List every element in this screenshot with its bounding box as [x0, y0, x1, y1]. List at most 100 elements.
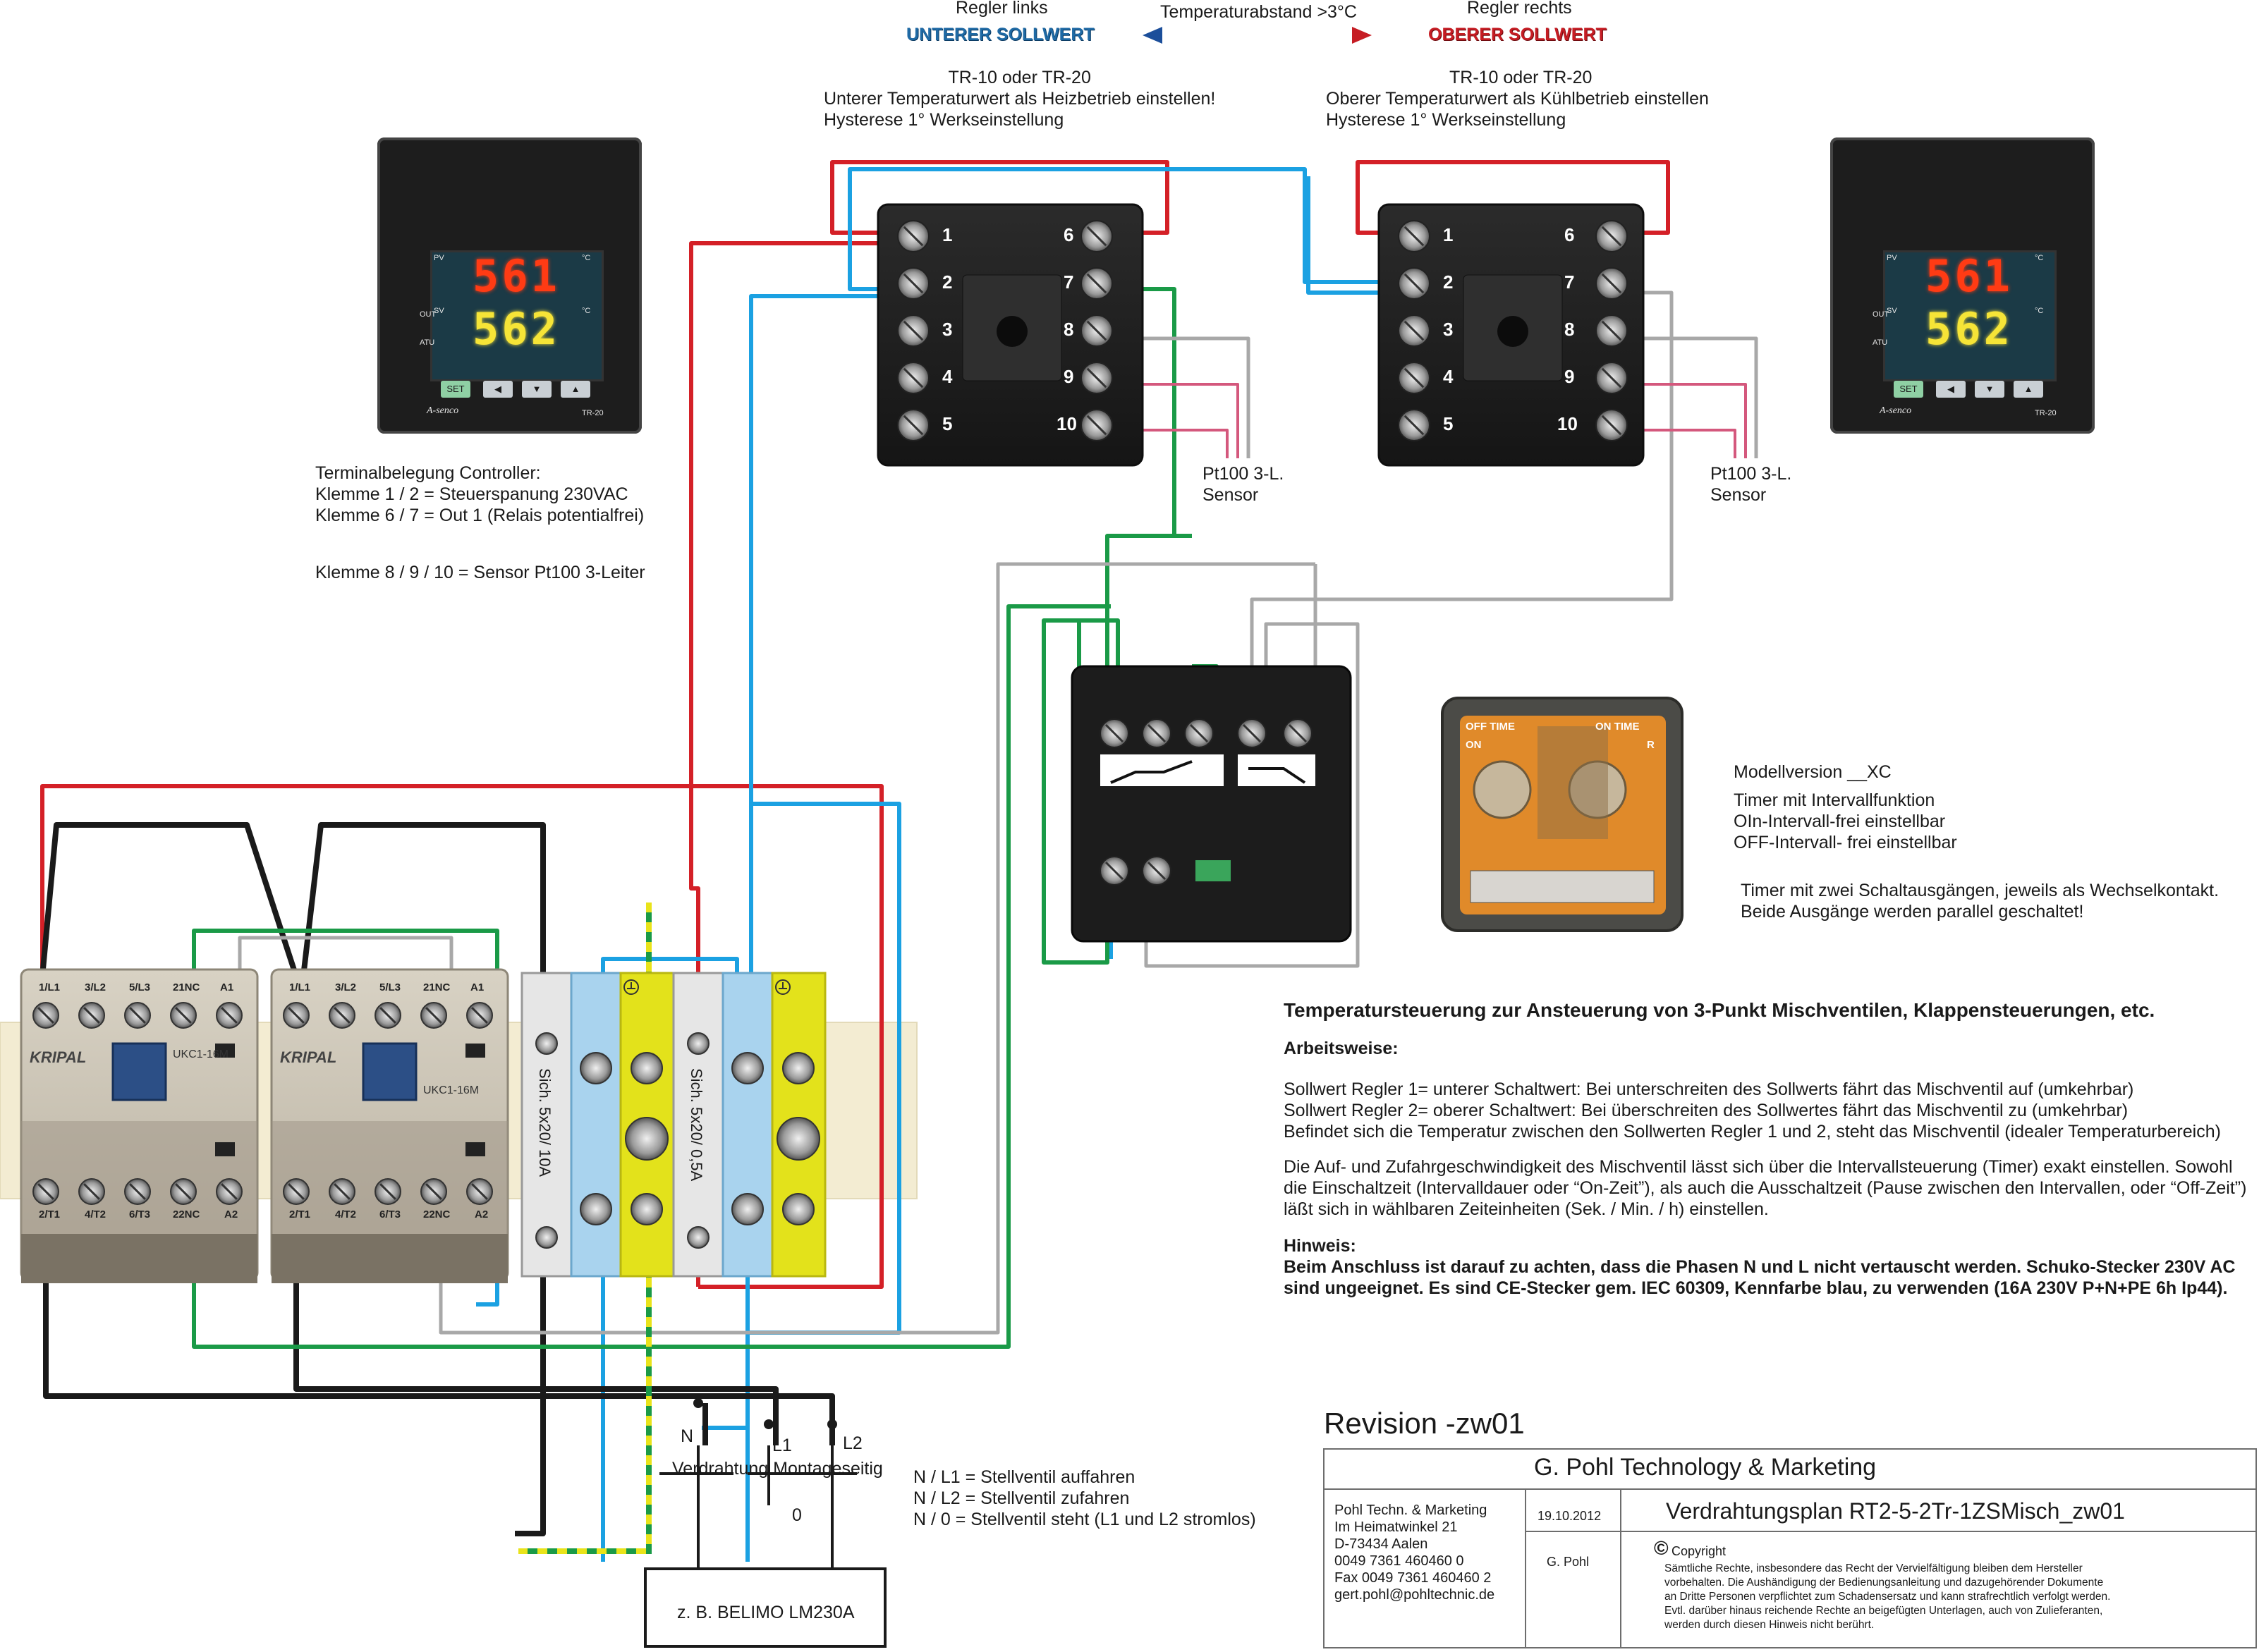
terminal-number: 7: [1564, 271, 1575, 293]
screw-slot: [288, 1183, 305, 1200]
left-note-line: Unterer Temperaturwert als Heizbetrieb e…: [824, 89, 1216, 109]
contactor-terminal-label: 5/L3: [379, 981, 401, 993]
valve-belimo-label: z. B. BELIMO LM230A: [677, 1603, 855, 1622]
screw-slot: [1403, 226, 1425, 247]
copyright-icon: ©: [1654, 1537, 1669, 1559]
screw-slot: [221, 1007, 238, 1024]
copyright-label: Copyright: [1672, 1544, 1727, 1558]
screw-slot: [1189, 723, 1209, 743]
terminal-number: 4: [1443, 366, 1454, 387]
screw-slot: [129, 1007, 146, 1024]
terminal-number: 8: [1064, 319, 1074, 340]
left-note-line: Hysterese 1° Werkseinstellung: [824, 110, 1064, 130]
valve-n-label: N: [681, 1426, 694, 1446]
valve-l1-label: L1: [772, 1436, 792, 1455]
contactor-terminal-label: A1: [220, 981, 234, 993]
sensor-label-line: Sensor: [1710, 485, 1767, 505]
terminal-number: 8: [1564, 319, 1575, 340]
screw-slot: [1601, 273, 1622, 294]
copyright-text: Sämtliche Rechte, insbesondere das Recht…: [1664, 1562, 2110, 1632]
terminal-number: 7: [1064, 271, 1074, 293]
fuse-label-05a: Sich. 5x20/ 0,5A: [688, 1068, 705, 1182]
earth-icons: [623, 979, 791, 995]
screw-slot: [1086, 415, 1107, 436]
screw-slot: [1086, 226, 1107, 247]
right-sollwert-label: OBERER SOLLWERT: [1428, 25, 1607, 44]
contactor-model: UKC1-16M: [423, 1084, 480, 1096]
atu-label: ATU: [1873, 338, 1888, 347]
revision-label: Revision -zw01: [1324, 1407, 1525, 1440]
right-note-line: Hysterese 1° Werkseinstellung: [1326, 110, 1566, 130]
screw-slot: [1403, 415, 1425, 436]
screw-slot: [903, 273, 924, 294]
screw-slot: [379, 1007, 396, 1024]
timer-info-line: OFF-Intervall- frei einstellbar: [1734, 833, 1957, 852]
sensor-label-line: Sensor: [1202, 485, 1259, 505]
address-line: gert.pohl@pohltechnic.de: [1334, 1587, 1495, 1603]
contactor-brand: KRIPAL: [280, 1048, 337, 1066]
screw-slot: [1601, 226, 1622, 247]
hinweis-line: sind ungeeignet. Es sind CE-Stecker gem.…: [1284, 1278, 2228, 1298]
company-address: Pohl Techn. & Marketing Im Heimatwinkel …: [1334, 1502, 1494, 1603]
description-line: Die Auf- und Zufahrgeschwindigkeit des M…: [1284, 1157, 2233, 1177]
terminal-number: 10: [1057, 413, 1077, 434]
contactor-brand: KRIPAL: [30, 1048, 87, 1066]
timer-on-time-label: ON TIME: [1595, 721, 1640, 733]
timer-note: Timer mit zwei Schaltausgängen, jeweils …: [1741, 880, 2219, 922]
controller-photo-right: PV 561 °C SV 562 °C OUT ATU SET ◀ ▼ ▲ A-…: [1830, 137, 2095, 434]
terminal-number: 9: [1064, 366, 1074, 387]
terminal-number: 6: [1564, 224, 1575, 245]
left-regler-label: Regler links: [956, 0, 1048, 18]
screw-slot: [334, 1007, 351, 1024]
screw-slot: [1403, 320, 1425, 341]
terminal-number: 6: [1064, 224, 1074, 245]
screw-slot: [425, 1183, 442, 1200]
terminal-number: 2: [1443, 271, 1454, 293]
screw-slot: [83, 1007, 100, 1024]
address-line: Fax 0049 7361 460460 2: [1334, 1570, 1492, 1586]
screw-slot: [175, 1183, 192, 1200]
contactor-left: [20, 968, 259, 1283]
pv-label: PV: [1887, 254, 1897, 262]
socket-screws: [897, 220, 1628, 441]
left-note-line: TR-10 oder TR-20: [948, 68, 1091, 87]
right-note-line: Oberer Temperaturwert als Kühlbetrieb ei…: [1326, 89, 1709, 109]
address-line: D-73434 Aalen: [1334, 1536, 1428, 1552]
brand-logo: A-senco: [427, 405, 459, 416]
description-block-1: Sollwert Regler 1= unterer Schaltwert: B…: [1284, 1079, 2221, 1142]
contactor-terminal-label: 21NC: [423, 981, 451, 993]
contactor-terminal-label: 6/T3: [129, 1209, 151, 1220]
screw-slot: [1601, 320, 1622, 341]
atu-label: ATU: [420, 338, 435, 347]
contactor-terminal-label: 3/L2: [85, 981, 106, 993]
sensor-label-line: Pt100 3-L.: [1710, 464, 1792, 484]
timer-on-small-label: ON: [1466, 739, 1482, 751]
timer-r-label: R: [1647, 739, 1655, 751]
screw-slot: [129, 1183, 146, 1200]
unit-label: °C: [2035, 307, 2044, 315]
left-arrow-button: ◀: [483, 381, 513, 398]
right-controller-note: TR-10 oder TR-20 Oberer Temperaturwert a…: [1326, 67, 1709, 130]
timer-info-line: OIn-Intervall-frei einstellbar: [1734, 812, 1946, 831]
description-arbeitsweise: Arbeitsweise:: [1284, 1039, 1399, 1058]
contactor-terminal-label: 22NC: [423, 1209, 451, 1220]
pv-display: 561: [1925, 250, 2013, 302]
screw-slot: [334, 1183, 351, 1200]
copyright-line: Sämtliche Rechte, insbesondere das Recht…: [1664, 1562, 2083, 1574]
pv-label: PV: [434, 254, 444, 262]
screw-slot: [1086, 273, 1107, 294]
screw-slot: [221, 1183, 238, 1200]
drawing-title: Verdrahtungsplan RT2-5-2Tr-1ZSMisch_zw01: [1666, 1498, 2125, 1524]
sensor-label-line: Pt100 3-L.: [1202, 464, 1284, 484]
timer-info: Modellversion __XC Timer mit Intervallfu…: [1734, 761, 1957, 853]
terminal-info-line: Klemme 6 / 7 = Out 1 (Relais potentialfr…: [315, 506, 645, 525]
screw-slot: [903, 226, 924, 247]
timer-note-line: Timer mit zwei Schaltausgängen, jeweils …: [1741, 881, 2220, 900]
timer-info-line: Timer mit Intervallfunktion: [1734, 790, 1935, 810]
screw-slot: [1601, 367, 1622, 388]
contactor-terminal-label: 2/T1: [39, 1209, 61, 1220]
screw-slot: [903, 320, 924, 341]
address-line: Im Heimatwinkel 21: [1334, 1519, 1458, 1535]
copyright-line: werden durch diesen Hinweis nicht berühr…: [1664, 1619, 1875, 1631]
